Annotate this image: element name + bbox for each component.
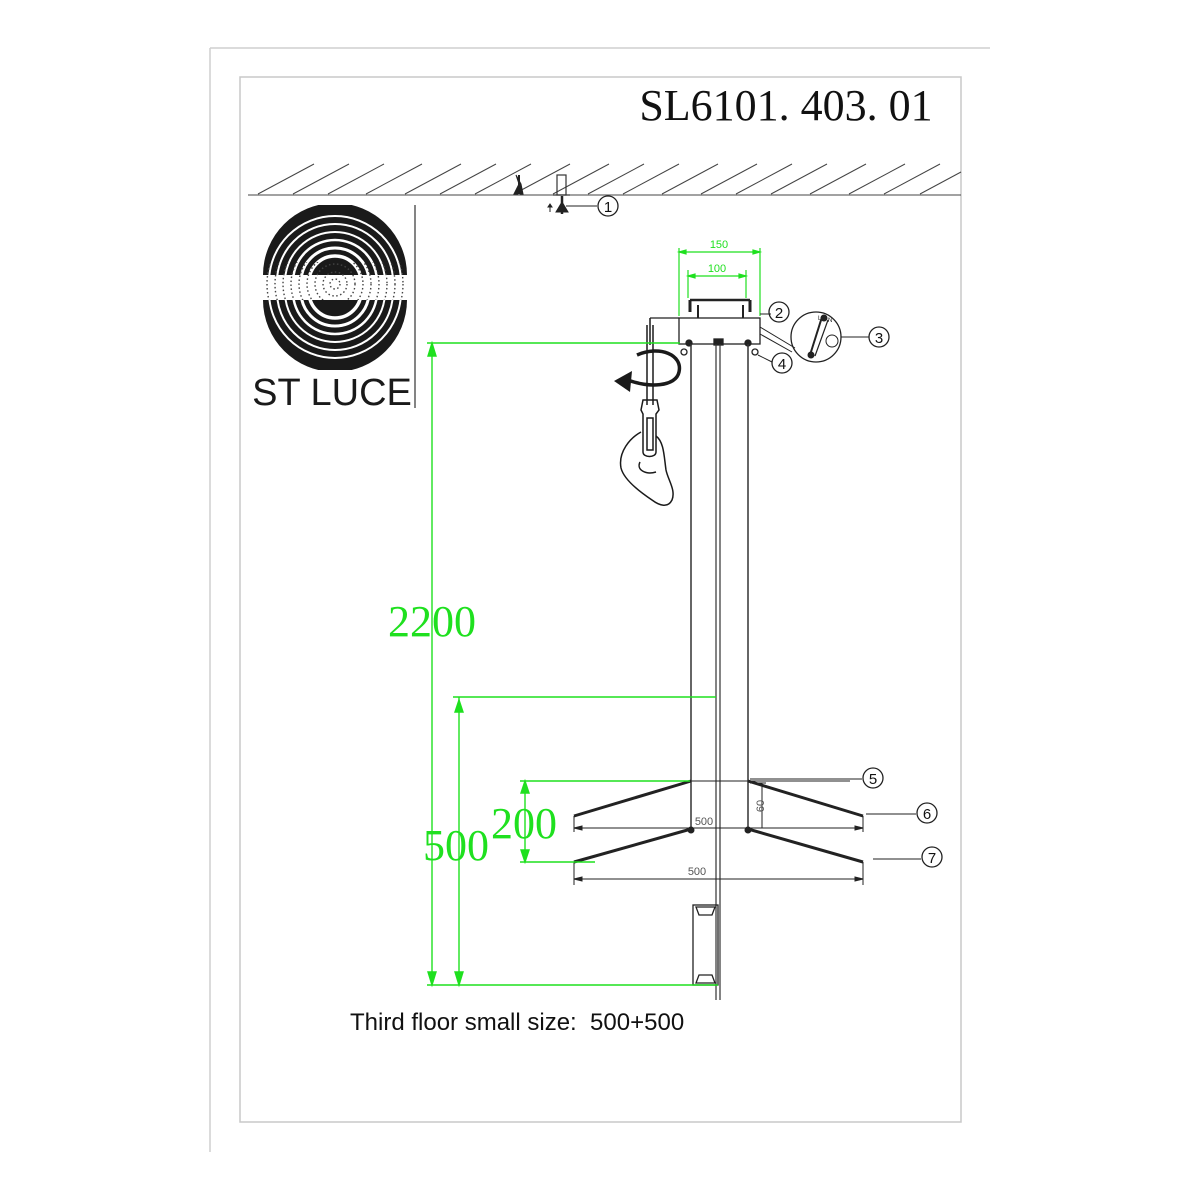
callout-3: 3	[841, 326, 890, 348]
sheet-frame	[209, 47, 990, 1152]
caption: Third floor small size: 500+500	[350, 1009, 684, 1036]
svg-text:1: 1	[604, 199, 612, 216]
wall-anchor-icon	[513, 174, 524, 195]
canopy-dimensions	[676, 248, 763, 316]
height-dimensions	[427, 340, 718, 988]
canopy	[650, 298, 761, 356]
anchor-hole	[553, 174, 570, 196]
ceiling-anchor-screw-icon	[547, 196, 569, 214]
svg-text:N: N	[828, 318, 832, 324]
callout-4: 4	[757, 352, 793, 374]
model-number: SL6101. 403. 01	[639, 81, 932, 130]
dim-canopy-inner: 100	[708, 263, 726, 275]
dim-lower-tier-width: 500	[688, 866, 706, 878]
callout-7: 7	[873, 846, 943, 868]
brand-name: ST LUCE	[252, 372, 412, 414]
svg-text:7: 7	[928, 850, 936, 867]
bottom-cylinder	[692, 904, 719, 986]
callout-1: 1	[566, 195, 619, 217]
dim-canopy-outer: 150	[710, 239, 728, 251]
svg-text:L: L	[818, 316, 822, 322]
svg-text:2: 2	[775, 305, 783, 322]
callout-2: 2	[760, 301, 790, 323]
svg-text:3: 3	[875, 330, 883, 347]
callout-5: 5	[750, 767, 884, 789]
st-luce-spiral-logo	[263, 205, 407, 370]
dim-fixture-height: 500	[423, 821, 489, 870]
svg-text:4: 4	[778, 356, 786, 373]
dim-tier-drop: 60	[755, 800, 767, 812]
dim-upper-tier-width: 500	[695, 816, 713, 828]
upper-tier	[573, 779, 864, 832]
suspension	[690, 344, 749, 1000]
dim-tier-spacing: 200	[491, 799, 557, 848]
svg-text:6: 6	[923, 806, 931, 823]
lower-tier	[573, 826, 864, 885]
callout-6: 6	[866, 802, 938, 824]
dim-total-height: 2200	[388, 597, 476, 646]
drawing-border	[239, 76, 962, 1123]
hand-screwdriver-rotate-icon	[614, 318, 682, 506]
svg-text:5: 5	[869, 771, 877, 788]
ceiling	[248, 163, 962, 196]
